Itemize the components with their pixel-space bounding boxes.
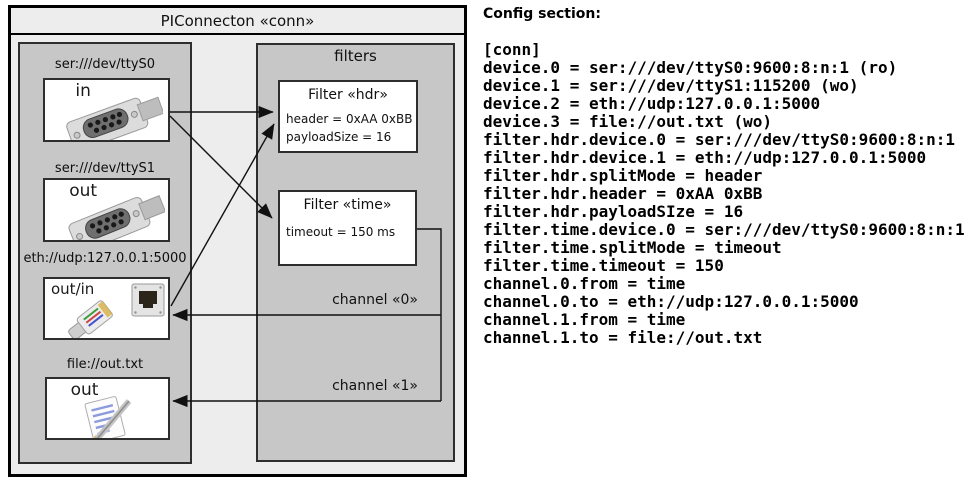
config-line: filter.hdr.device.0 = ser:///dev/ttyS0:9…: [483, 130, 956, 149]
filter-property: header = 0xAA 0xBB: [286, 112, 413, 126]
filters-panel: filters Filter «hdr» header = 0xAA 0xBB …: [256, 43, 455, 462]
config-line: filter.hdr.payloadSIze = 16: [483, 202, 744, 221]
config-line: filter.time.device.0 = ser:///dev/ttyS0:…: [483, 220, 964, 239]
config-line: device.2 = eth://udp:127.0.0.1:5000: [483, 94, 821, 113]
filter-property: payloadSize = 16: [286, 130, 392, 144]
config-line: device.0 = ser:///dev/ttyS0:9600:8:n:1 (…: [483, 58, 898, 77]
pencil-icon: [93, 399, 132, 438]
config-line: channel.1.to = file://out.txt: [483, 328, 763, 347]
config-line: device.1 = ser:///dev/ttyS1:115200 (wo): [483, 76, 859, 95]
config-line: filter.hdr.header = 0xAA 0xBB: [483, 184, 763, 203]
config-line: [conn]: [483, 40, 541, 59]
config-line: filter.time.timeout = 150: [483, 256, 724, 275]
config-line: filter.hdr.device.1 = eth://udp:127.0.0.…: [483, 148, 927, 167]
device-label-eth: eth://udp:127.0.0.1:5000: [23, 251, 187, 266]
port-label: out/in: [51, 280, 95, 298]
filter-title: Filter «hdr»: [308, 87, 388, 103]
config-line: channel.0.to = eth://udp:127.0.0.1:5000: [483, 292, 859, 311]
ethernet-port-icon: [131, 283, 165, 317]
config-section: Config section: [conn] device.0 = ser://…: [483, 5, 964, 347]
channel-0-label: channel «0»: [332, 292, 418, 308]
channel-1-label: channel «1»: [332, 378, 418, 394]
port-label: out: [70, 380, 99, 400]
device-label-file: file://out.txt: [66, 357, 144, 372]
title-separator: [8, 33, 467, 35]
filter-box-time: Filter «time» timeout = 150 ms: [278, 190, 417, 266]
serial-connector-icon: [66, 96, 163, 140]
filter-property: timeout = 150 ms: [286, 225, 396, 239]
filter-title: Filter «time»: [303, 197, 392, 213]
notepad-icon: [84, 396, 132, 438]
config-line: channel.1.from = time: [483, 310, 686, 329]
diagram-title: PIConnecton «conn»: [160, 12, 315, 30]
device-label-ttyS1: ser:///dev/ttyS1: [54, 161, 156, 176]
device-box-ttyS1: out: [43, 178, 170, 242]
device-box-ttyS0: in: [43, 78, 170, 142]
serial-connector-icon: [68, 195, 165, 240]
config-line: channel.0.from = time: [483, 274, 686, 293]
config-lines: [conn] device.0 = ser:///dev/ttyS0:9600:…: [483, 41, 964, 347]
devices-panel: ser:///dev/ttyS0 in: [18, 42, 192, 464]
config-heading: Config section:: [483, 6, 601, 22]
ethernet-cable-icon: [68, 300, 113, 338]
config-line: filter.time.splitMode = timeout: [483, 238, 782, 257]
config-line: filter.hdr.splitMode = header: [483, 166, 763, 185]
config-line: device.3 = file://out.txt (wo): [483, 112, 772, 131]
device-box-eth: out/in: [43, 277, 170, 340]
filter-box-hdr: Filter «hdr» header = 0xAA 0xBB payloadS…: [278, 80, 418, 153]
device-label-ttyS0: ser:///dev/ttyS0: [54, 57, 156, 72]
port-label: in: [75, 81, 91, 101]
connector-frame: PIConnecton «conn» ser:///dev/ttyS0 in: [8, 5, 467, 477]
filters-panel-title: filters: [334, 47, 377, 65]
port-label: out: [69, 181, 98, 201]
device-box-file: out: [45, 377, 170, 440]
